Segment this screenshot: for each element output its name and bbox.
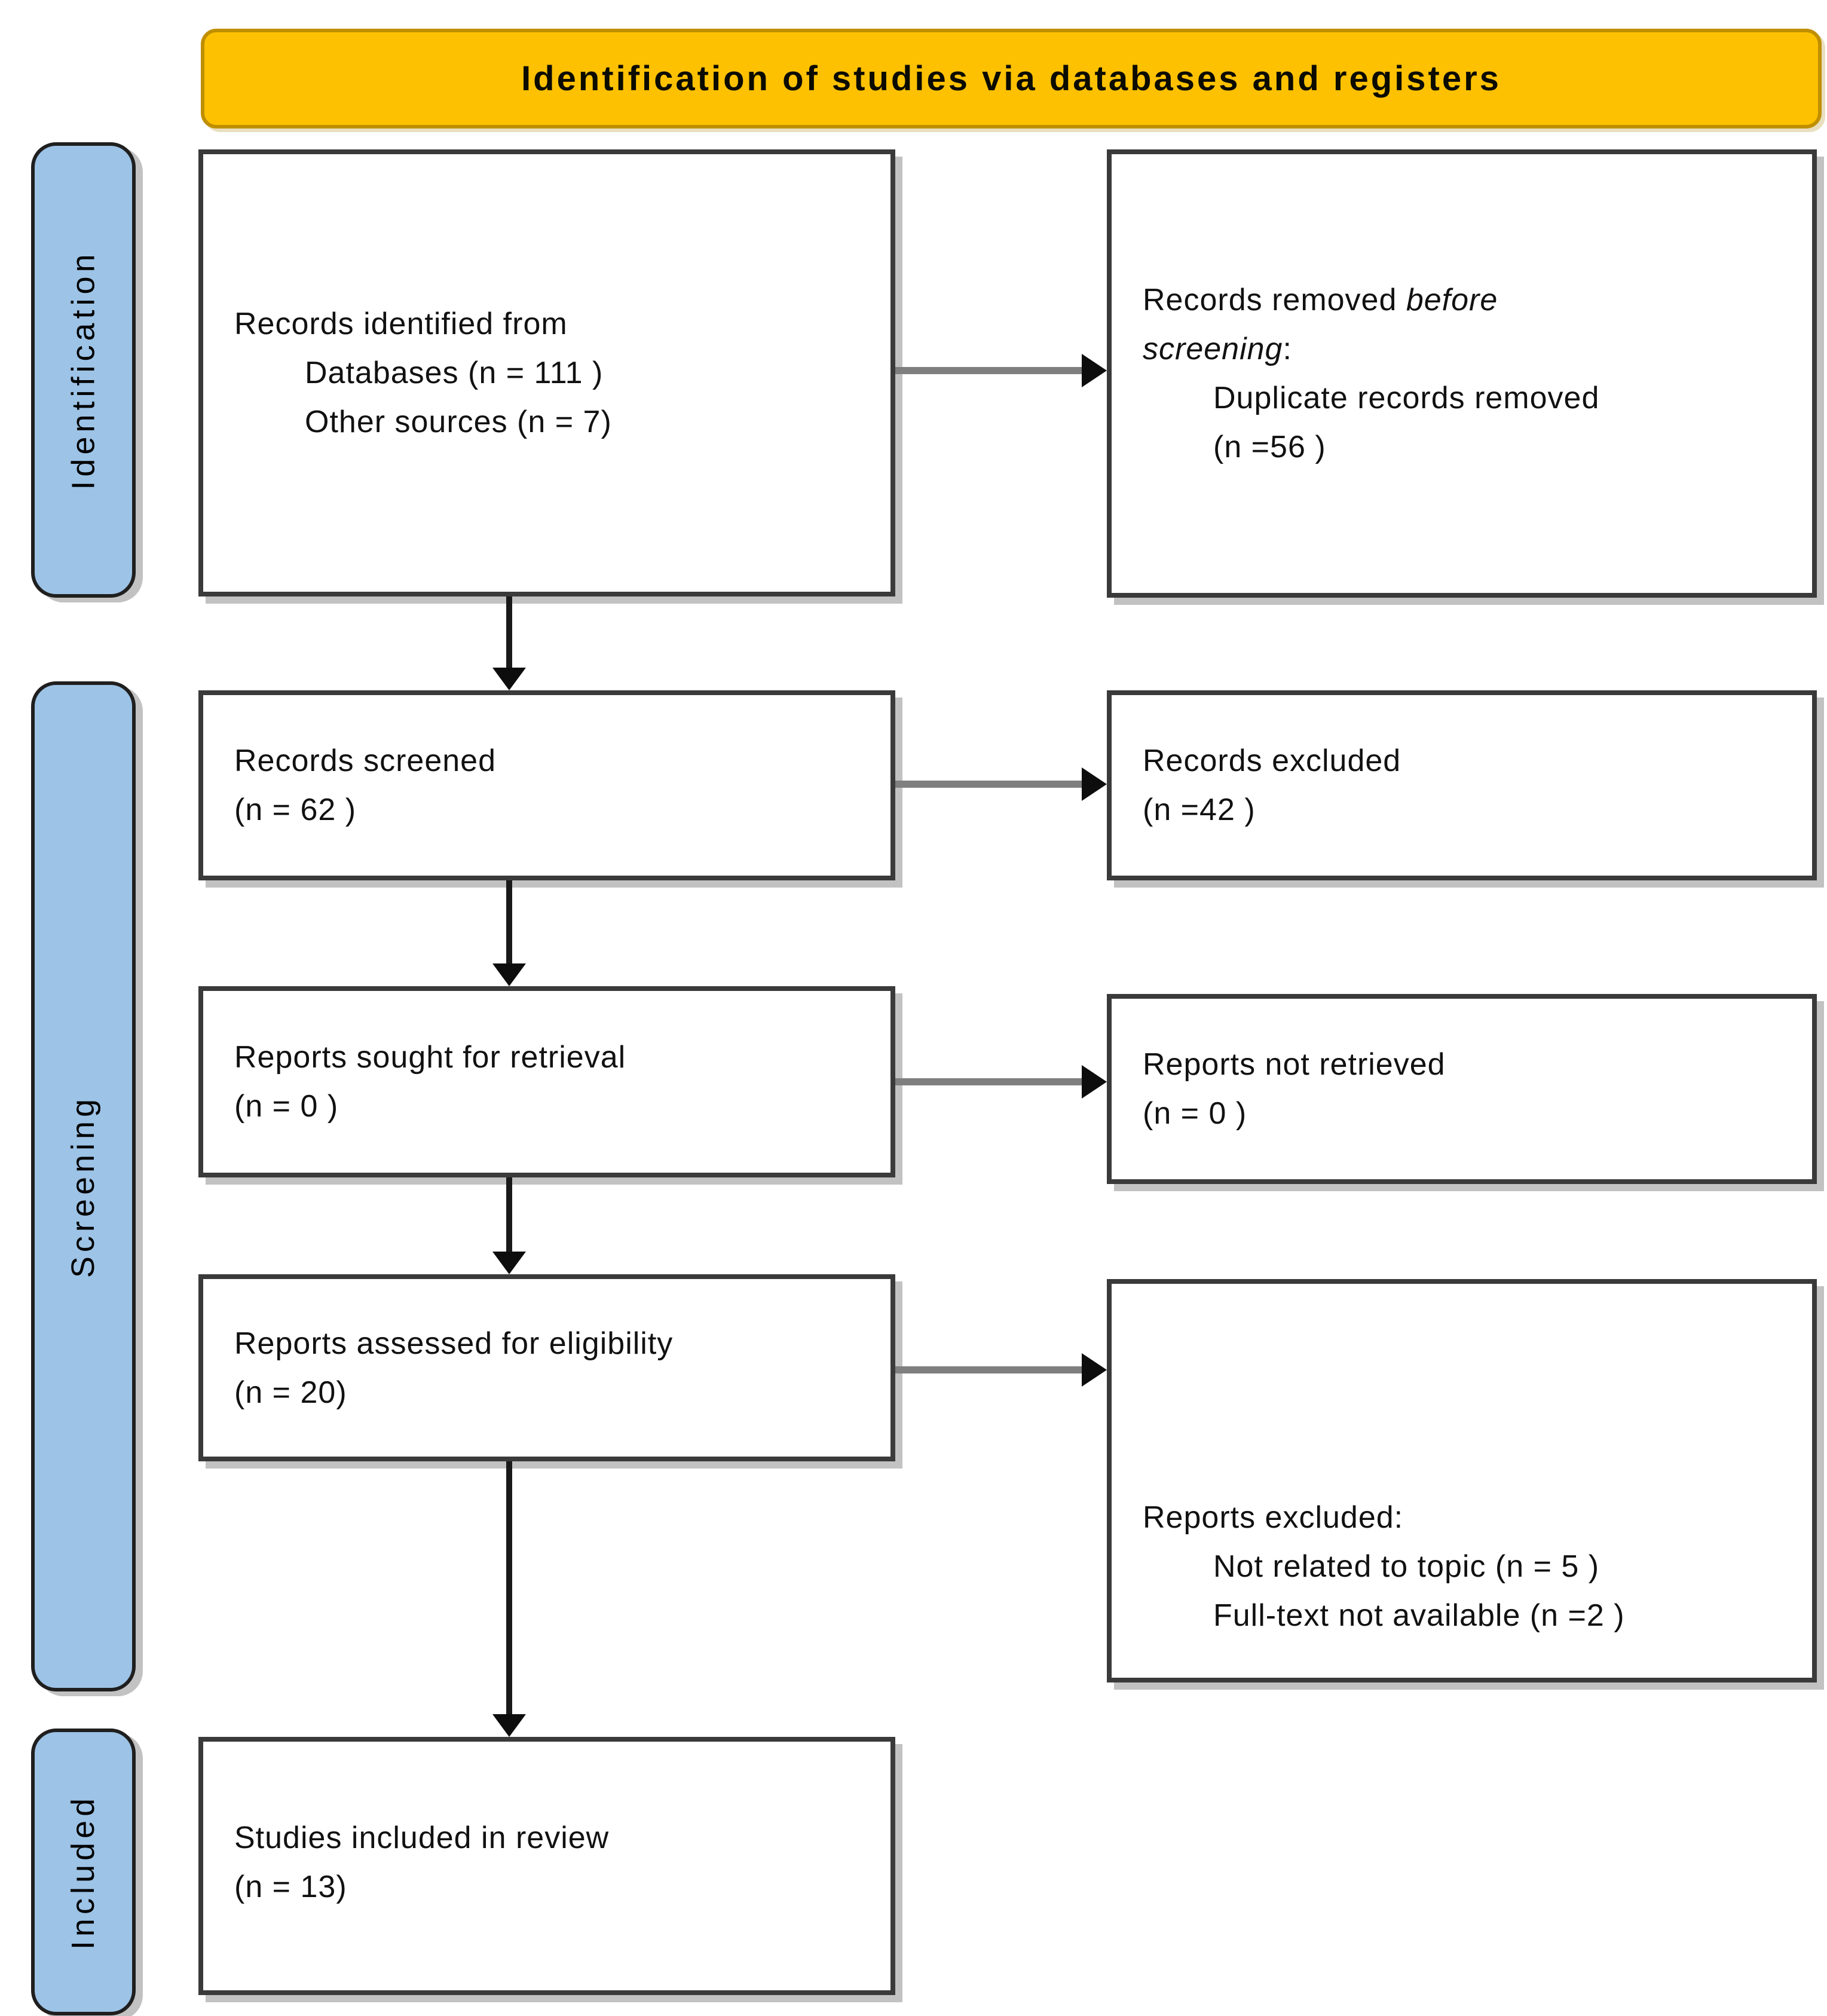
arrow-screened-to-sought <box>492 880 526 986</box>
arrow-shaft <box>506 1177 512 1252</box>
box-text-line: Records identified from <box>234 307 568 341</box>
arrow-shaft <box>895 781 1083 788</box>
arrow-shaft <box>895 1366 1083 1373</box>
arrow-shaft <box>506 880 512 963</box>
box-text-line: (n = 62 ) <box>234 793 357 827</box>
box-records-excluded: Records excluded (n =42 ) <box>1107 690 1817 880</box>
title-banner: Identification of studies via databases … <box>201 29 1822 129</box>
box-text-line: (n = 13) <box>234 1870 347 1904</box>
box-text-line: Records excluded <box>1143 744 1401 778</box>
arrow-head-down-icon <box>492 963 526 986</box>
box-text-line: Reports excluded: <box>1143 1500 1404 1535</box>
box-text-line: Full-text not available (n =2 ) <box>1213 1598 1625 1633</box>
box-text-line: (n = 20) <box>234 1375 347 1410</box>
arrow-shaft <box>895 367 1083 374</box>
arrow-assessed-to-included <box>492 1461 526 1737</box>
box-reports-excluded: Reports excluded: Not related to topic (n… <box>1107 1279 1817 1682</box>
box-reports-sought-for-retrieval: Reports sought for retrieval (n = 0 ) <box>198 986 895 1177</box>
arrow-head-down-icon <box>492 1714 526 1737</box>
box-reports-assessed-for-eligibility: Reports assessed for eligibility (n = 20) <box>198 1274 895 1461</box>
arrow-head-right-icon <box>1082 354 1107 387</box>
box-text-line: (n =42 ) <box>1143 793 1256 827</box>
diagram-title: Identification of studies via databases … <box>521 59 1501 98</box>
stage-label-identification-text: Identification <box>65 250 102 490</box>
arrow-head-right-icon <box>1082 767 1107 801</box>
box-text-line: (n = 0 ) <box>234 1089 339 1124</box>
box-text-line: (n = 0 ) <box>1143 1096 1247 1131</box>
arrow-head-down-icon <box>492 668 526 690</box>
arrow-head-right-icon <box>1082 1353 1107 1387</box>
box-text-line: Records removed before <box>1143 283 1498 317</box>
box-text-line: Other sources (n = 7) <box>305 405 612 439</box>
box-text-line: Studies included in review <box>234 1821 610 1855</box>
arrow-head-down-icon <box>492 1252 526 1274</box>
box-text-line: screening: <box>1143 332 1292 366</box>
arrow-sought-to-assessed <box>492 1177 526 1274</box>
arrow-shaft <box>506 1461 512 1714</box>
arrow-identified-to-removed <box>895 354 1107 387</box>
box-text-line: (n =56 ) <box>1213 430 1326 464</box>
box-text-line: Reports sought for retrieval <box>234 1040 626 1075</box>
box-text-line: Duplicate records removed <box>1213 381 1600 415</box>
box-text-line: Reports assessed for eligibility <box>234 1326 674 1361</box>
box-reports-not-retrieved: Reports not retrieved (n = 0 ) <box>1107 994 1817 1184</box>
arrow-shaft <box>506 596 512 668</box>
arrow-shaft <box>895 1078 1083 1085</box>
stage-label-included-text: Included <box>65 1794 102 1950</box>
box-text-line: Databases (n = 111 ) <box>305 356 604 390</box>
box-text-line: Reports not retrieved <box>1143 1047 1446 1082</box>
box-studies-included-in-review: Studies included in review (n = 13) <box>198 1737 895 1995</box>
box-records-removed-before-screening: Records removed before screening: Duplicat… <box>1107 149 1817 598</box>
arrow-head-right-icon <box>1082 1065 1107 1099</box>
arrow-assessed-to-reports-excluded <box>895 1353 1107 1387</box>
arrow-screened-to-excluded <box>895 767 1107 801</box>
stage-label-screening-text: Screening <box>65 1094 102 1278</box>
arrow-sought-to-not-retrieved <box>895 1065 1107 1099</box>
box-records-screened: Records screened (n = 62 ) <box>198 690 895 880</box>
box-text-line: Not related to topic (n = 5 ) <box>1213 1549 1600 1584</box>
stage-label-included: Included <box>31 1729 136 2015</box>
arrow-identified-to-screened <box>492 596 526 690</box>
box-text-line: Records screened <box>234 744 496 778</box>
stage-label-identification: Identification <box>31 142 136 598</box>
stage-label-screening: Screening <box>31 681 136 1691</box>
